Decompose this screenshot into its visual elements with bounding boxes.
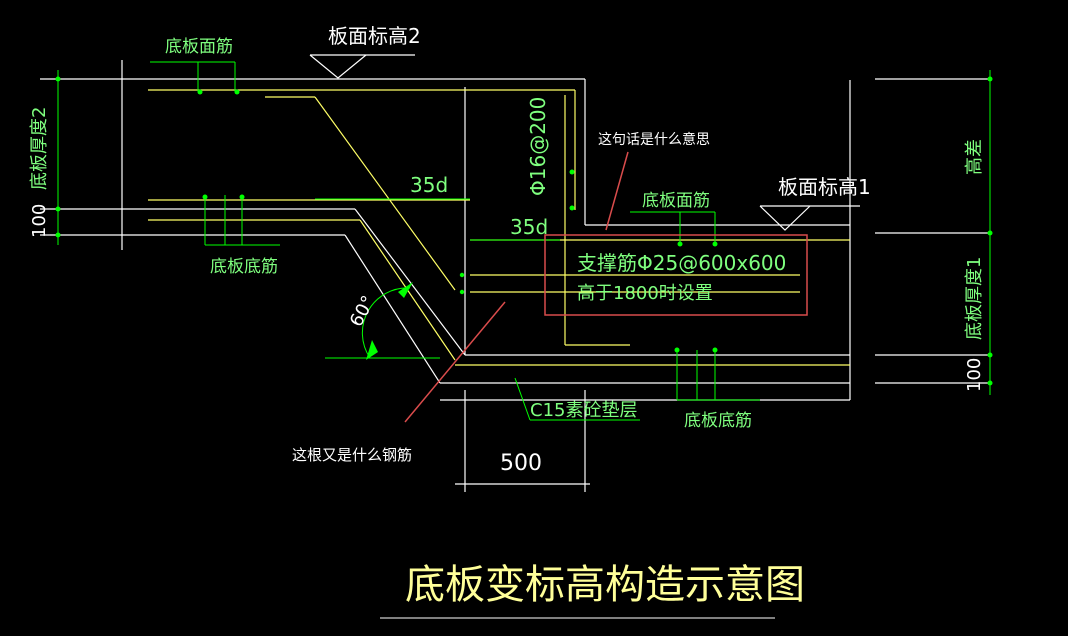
question-top-text: 这句话是什么意思 bbox=[598, 131, 710, 148]
top-elevation-2-label: 板面标高2 bbox=[328, 24, 421, 48]
rebar-lines bbox=[148, 89, 850, 366]
top-face-rebar-left-label: 底板面筋 bbox=[165, 37, 233, 57]
bottom-rebar-right-label: 底板底筋 bbox=[684, 411, 752, 431]
elevation-markers bbox=[309, 54, 860, 231]
dim-35d-upper: 35d bbox=[410, 173, 448, 197]
height-diff-label: 高差 bbox=[964, 139, 985, 175]
angle-arrow-icon bbox=[366, 340, 378, 360]
dim-35d-lower: 35d bbox=[510, 215, 548, 239]
top-face-rebar-right-label: 底板面筋 bbox=[642, 191, 710, 211]
top-elevation-1-label: 板面标高1 bbox=[778, 175, 871, 199]
dim-100-right: 100 bbox=[964, 358, 985, 392]
support-rebar-line-1: 支撑筋Φ25@600x600 bbox=[577, 251, 786, 275]
question-bottom-text: 这根又是什么钢筋 bbox=[292, 446, 412, 464]
slab-thickness-2-label: 底板厚度2 bbox=[29, 107, 50, 190]
cushion-label: C15素砼垫层 bbox=[530, 400, 637, 421]
support-rebar-line-2: 高于1800时设置 bbox=[577, 283, 713, 304]
dim-100-left: 100 bbox=[29, 204, 50, 238]
dim-500-label: 500 bbox=[500, 451, 542, 476]
angle-label: 60° bbox=[346, 292, 380, 330]
question-annotations bbox=[404, 151, 808, 423]
diagram-title: 底板变标高构造示意图 bbox=[405, 562, 805, 608]
bottom-rebar-left-label: 底板底筋 bbox=[210, 257, 278, 277]
slab-thickness-1-label: 底板厚度1 bbox=[964, 257, 985, 340]
dimension-lines bbox=[57, 61, 991, 421]
angle-arrow-icon bbox=[398, 282, 413, 298]
support-rebar-highlight-box bbox=[544, 234, 808, 316]
concrete-outline bbox=[40, 60, 990, 492]
rebar-section-dots bbox=[55, 76, 993, 386]
rebar-spacing-label: Φ16@200 bbox=[526, 97, 550, 196]
